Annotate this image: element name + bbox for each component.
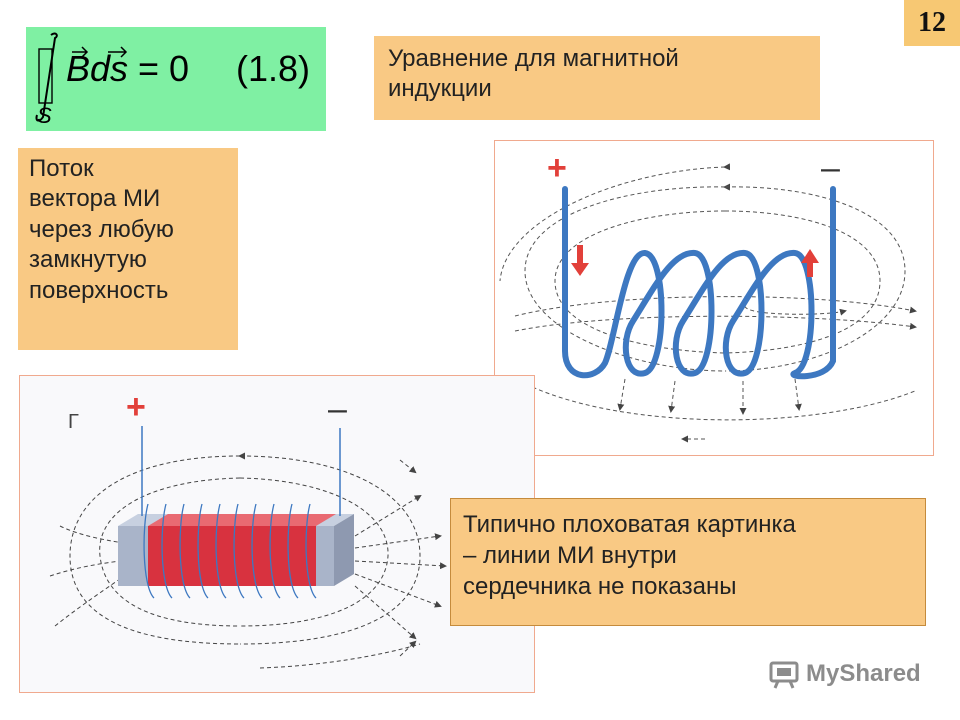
title-line-1: Уравнение для магнитной [388,45,679,72]
gauss-law-formula: S B ds = 0 (1.8) [35,32,310,128]
coil-minus-sign: – [821,149,840,187]
formula-differential: ds [90,48,128,89]
note-line-3: сердечника не показаны [463,573,737,601]
formula-vector-b: B [66,48,90,89]
vector-arrow-icon [72,46,89,58]
flux-line-5: поверхность [29,276,169,304]
formula-equals-zero: = 0 [138,48,189,89]
formula-number: (1.8) [236,48,310,89]
watermark-logo-icon [769,661,799,689]
watermark-text: MyShared [806,660,921,687]
electromagnet-field-diagram: Г [49,388,447,669]
flux-line-4: замкнутую [29,246,147,274]
flux-box: Поток вектора МИ через любую замкнутую п… [18,148,238,350]
coil-plus-sign: + [547,149,567,187]
core-side-face [334,514,354,586]
flux-line-2: вектора МИ [29,185,161,213]
note-line-1: Типично плоховатая картинка [463,511,796,538]
coil-turns [143,503,317,599]
integral-subscript: S [37,103,52,128]
note-box: Типично плоховатая картинка – линии МИ в… [450,498,926,626]
figure-corner-label: Г [68,411,79,433]
coil-wire [562,186,836,380]
title-line-2: индукции [388,75,492,102]
current-up-arrow-icon [801,249,819,277]
flux-line-3: через любую [29,215,174,243]
note-line-2: – линии МИ внутри [463,542,677,570]
magnet-minus-sign: – [328,390,347,428]
formula-box: S B ds = 0 (1.8) [26,27,326,131]
flux-line-1: Поток [29,155,94,182]
magnet-plus-sign: + [126,388,146,426]
coil-field-diagram: + – [499,149,917,443]
slide-number: 12 [904,0,960,46]
title-box: Уравнение для магнитной индукции [374,36,820,120]
integral-sign-icon [35,32,58,122]
watermark: MyShared [768,656,921,692]
electromagnet-figure: Г [19,375,535,693]
current-down-arrow-icon [571,245,589,276]
vector-arrow-icon [108,46,128,58]
coil-figure: + – [494,140,934,456]
